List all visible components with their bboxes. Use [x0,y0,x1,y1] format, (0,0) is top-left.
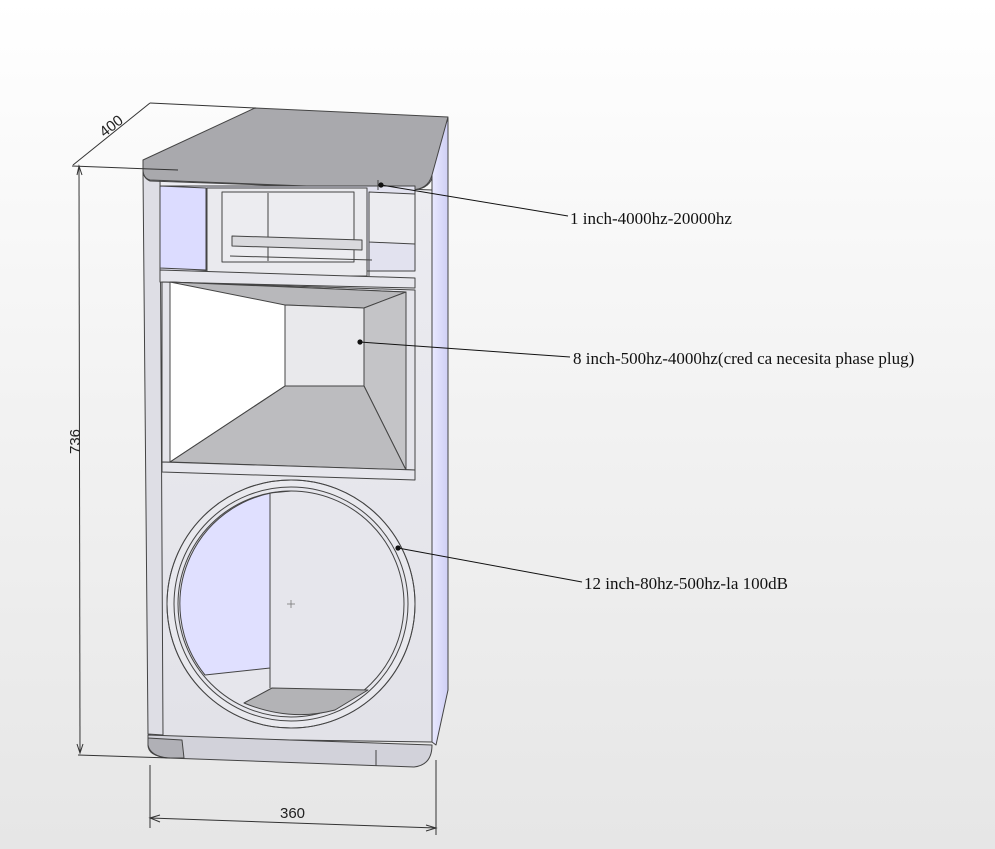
depth-dimension-label: 400 [96,112,126,141]
midrange-horn [161,281,416,481]
dimension-annotations [71,102,438,835]
callout-anchor-dots [357,182,401,551]
callout-leaders [359,184,583,583]
tweeter-anchor-dot [378,182,384,188]
cabinet-base [147,734,433,768]
cabinet-top-panel [142,107,449,191]
midrange-anchor-dot [357,339,363,345]
tweeter-compartment [159,180,416,289]
width-dimension-label: 360 [280,805,305,822]
woofer-anchor-dot [395,545,401,551]
woofer-callout-label: 12 inch-80hz-500hz-la 100dB [584,574,788,593]
tweeter-callout-label: 1 inch-4000hz-20000hz [570,209,732,228]
midrange-callout-label: 8 inch-500hz-4000hz(cred ca necesita pha… [573,349,915,368]
speaker-cabinet [142,107,449,768]
cabinet-side-panel [431,117,449,746]
woofer-cutout [166,479,416,729]
height-dimension-label: 736 [67,429,84,454]
center-mark [287,600,295,608]
